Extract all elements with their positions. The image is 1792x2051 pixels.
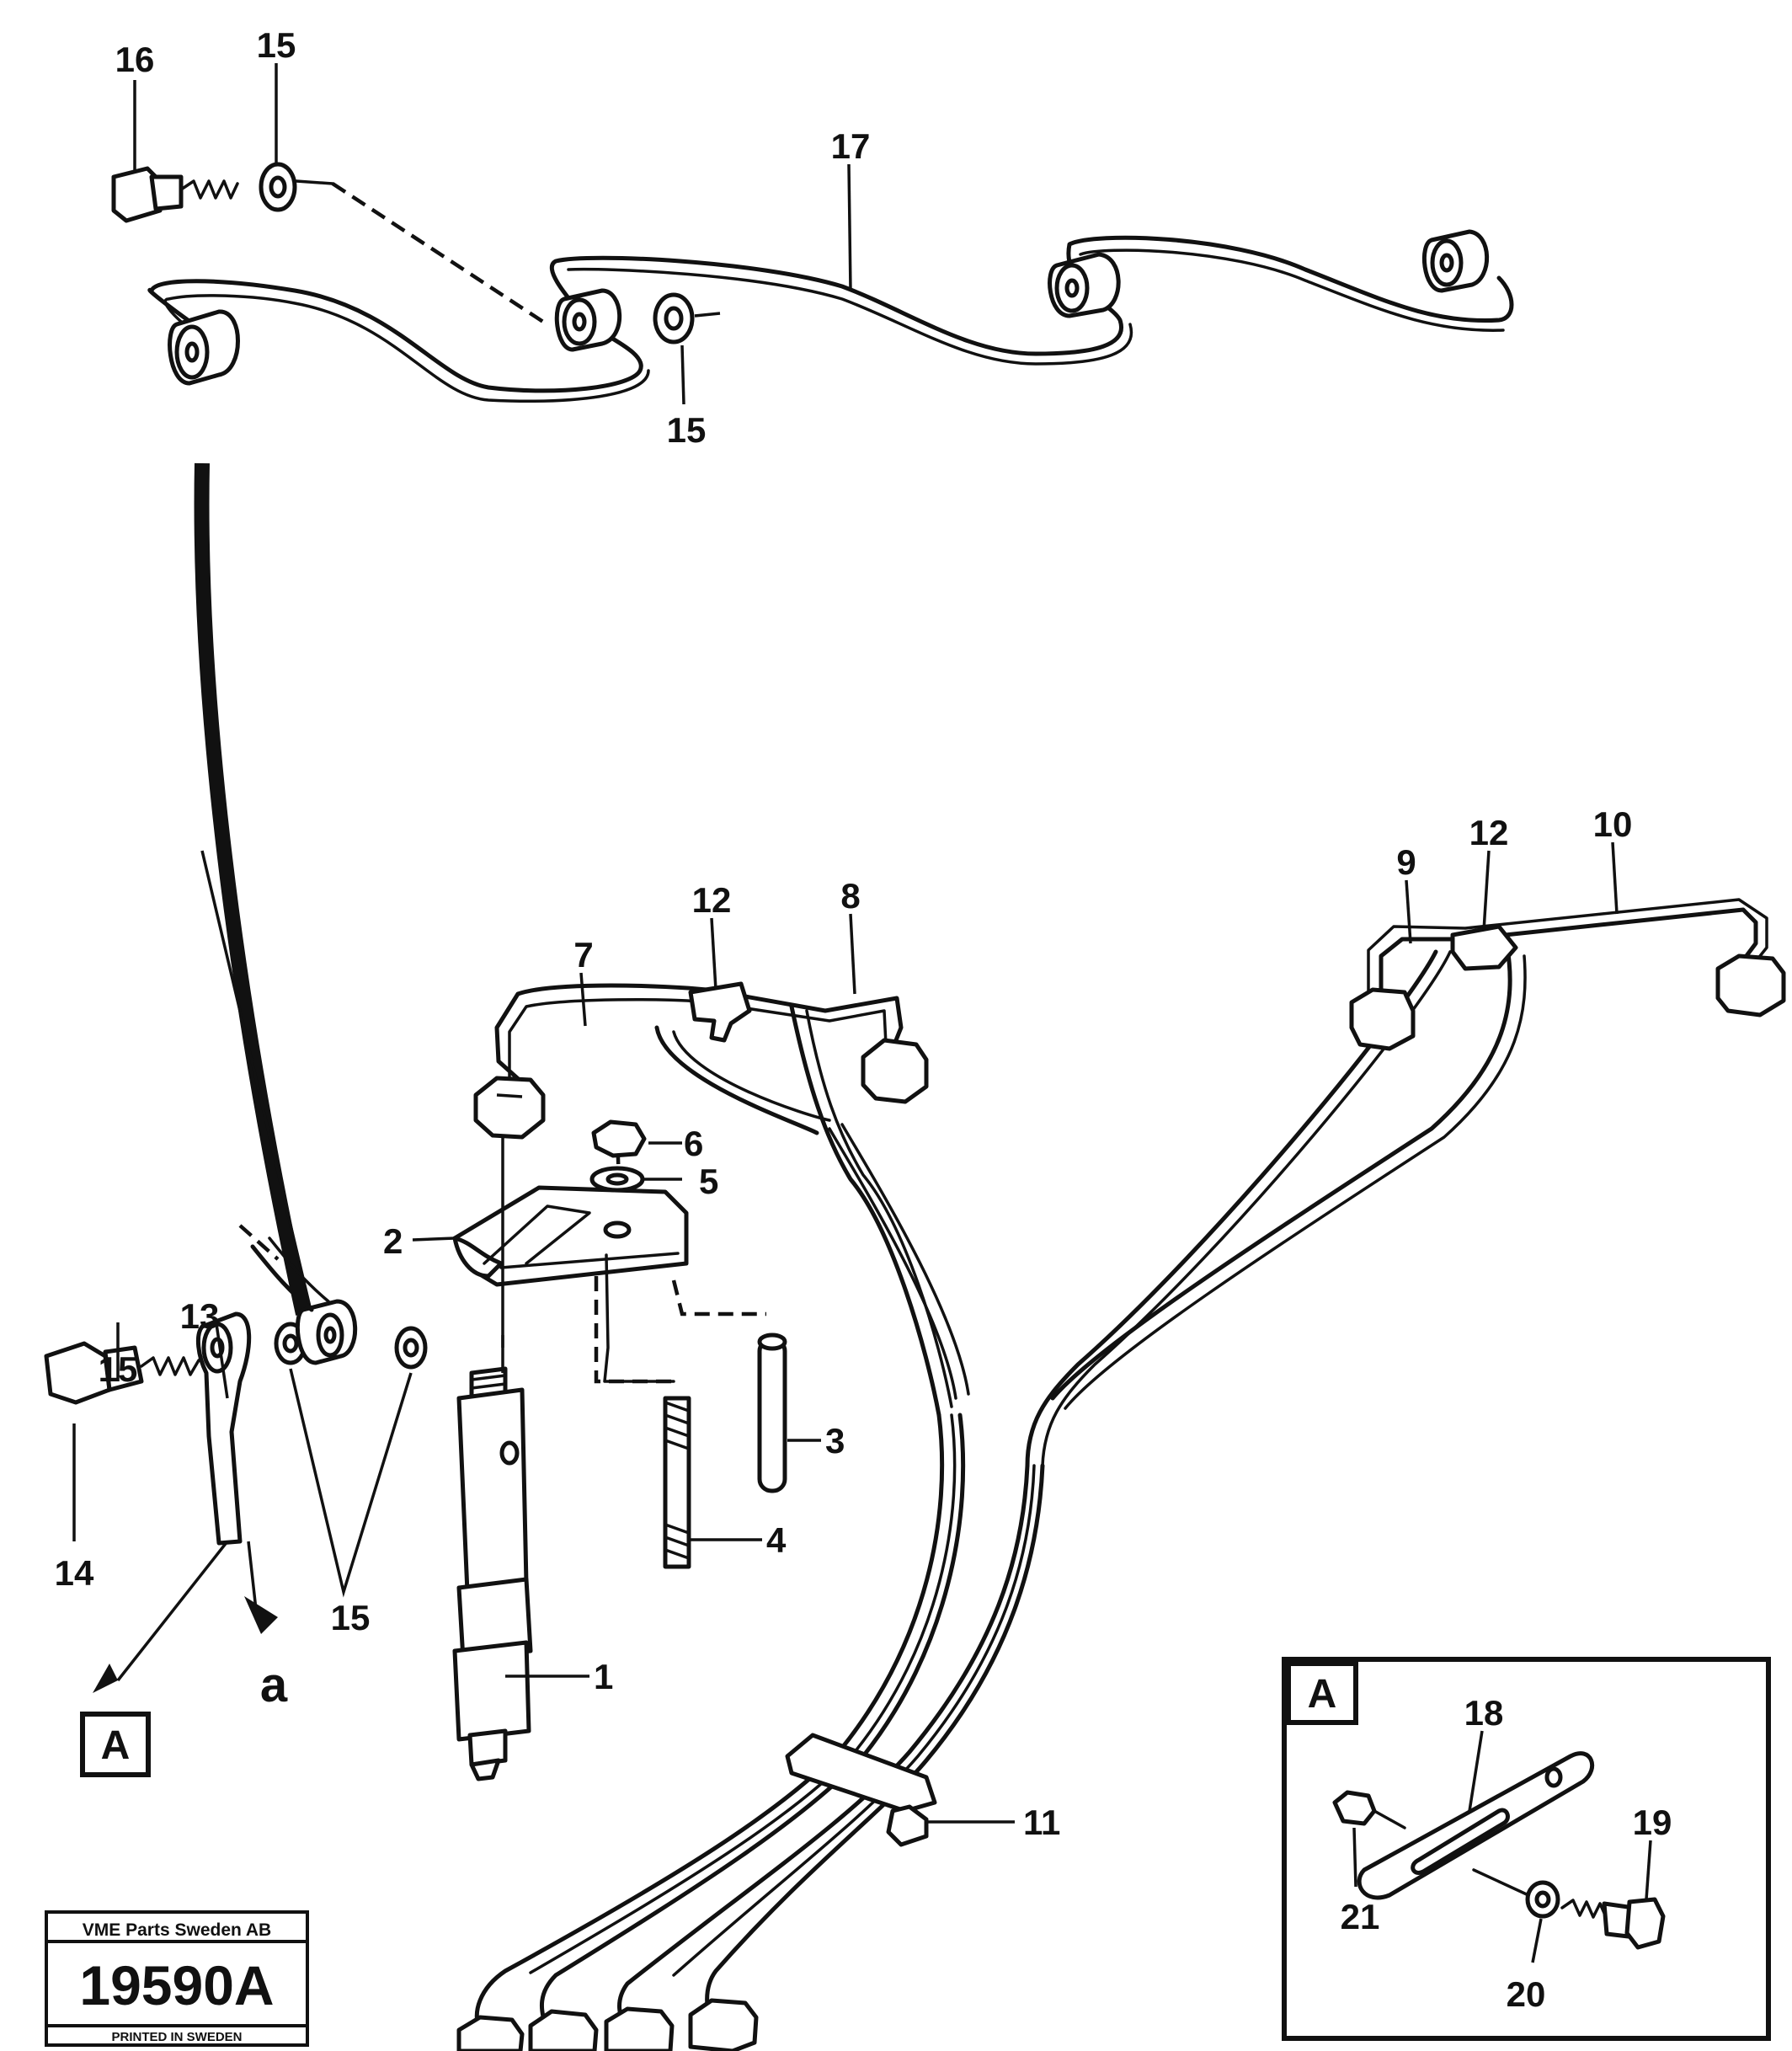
callout-19: 19 [1633,1803,1672,1842]
nut [1332,1790,1377,1826]
washer [1525,1880,1560,1919]
callout-20: 20 [1507,1974,1546,2014]
injector [452,1137,533,1781]
assembly-line [594,1276,674,1384]
injector-pipe-bundle [456,1413,1045,2051]
callout-2: 2 [383,1221,403,1261]
banjo-fitting [1048,252,1121,318]
callout-17: 17 [831,126,871,166]
union-nut [1349,987,1416,1051]
sleeve [757,1333,787,1493]
callout-10: 10 [1593,804,1633,844]
union-nut [473,1076,546,1140]
view-direction-arrow [194,462,311,1316]
stamp-printed: PRINTED IN SWEDEN [111,2030,242,2044]
callout-leads-middle [412,841,1619,1824]
callout-13: 13 [180,1296,220,1336]
detail-reference-label: A [101,1723,131,1768]
callout-8: 8 [840,876,860,916]
union-nut [861,1038,929,1104]
stud [663,1396,691,1569]
callout-14: 14 [55,1553,94,1593]
banjo-fitting [1421,229,1490,293]
bolt [1560,1897,1666,1950]
callout-1: 1 [594,1657,613,1696]
view-direction-arrow [200,850,313,1315]
view-arrow-label: a [260,1658,288,1712]
arrow-head [244,1596,278,1634]
union-nut [456,2015,525,2051]
union-nut [688,1998,759,2051]
callout-5: 5 [699,1162,718,1201]
callout-3: 3 [825,1421,845,1461]
leak-off-pipe [147,235,1514,393]
union-nut [1715,953,1786,1017]
callout-15: 15 [667,410,707,450]
clamp-bracket [452,1185,689,1383]
callout-18: 18 [1464,1693,1504,1733]
banjo-fitting [554,288,622,352]
arrow-head [93,1664,118,1693]
injector-pipe-assembly-right [1025,898,1786,1468]
callout-9: 9 [1396,842,1416,882]
callout-15: 15 [257,25,296,65]
pipe-clamp [1450,924,1518,971]
bundle-clamp [785,1733,937,1847]
callout-15: 15 [331,1598,371,1637]
callout-11: 11 [1023,1803,1060,1842]
callout-labels: 16 15 17 15 7 12 8 9 12 10 6 5 2 3 4 1 1… [55,25,1672,2014]
assembly-line [671,1279,766,1317]
callout-12: 12 [1469,813,1509,852]
callout-16: 16 [115,40,155,79]
callout-6: 6 [684,1124,703,1163]
banjo-assembly-left [44,1224,428,1546]
inset-label: A [1308,1672,1337,1717]
callout-21: 21 [1341,1897,1380,1936]
callout-12: 12 [692,880,732,920]
stamp-company: VME Parts Sweden AB [83,1920,271,1940]
callout-7: 7 [573,935,593,975]
detail-inset [1282,1657,1771,2041]
bracket-plate [1357,1751,1595,1900]
callout-leads-top [133,63,852,405]
sealing-washer [259,162,297,212]
callout-4: 4 [766,1520,787,1560]
washer [589,1166,645,1193]
detail-reference-box [80,1712,151,1777]
union-nut [604,2006,675,2051]
banjo-fitting [168,309,240,386]
pipe-clamp [688,981,752,1043]
drawing-stamp: VME Parts Sweden AB 19590A PRINTED IN SW… [45,1910,309,2047]
callout-15: 15 [99,1349,138,1389]
union-nut [528,2009,599,2051]
hollow-bolt [111,166,239,223]
nut [591,1119,647,1158]
leak-off-line-assembly [111,162,1514,403]
stamp-drawing-number: 19590A [79,1954,274,2016]
injector-pipe-assembly-left [473,981,970,1418]
sealing-washer [653,292,695,345]
